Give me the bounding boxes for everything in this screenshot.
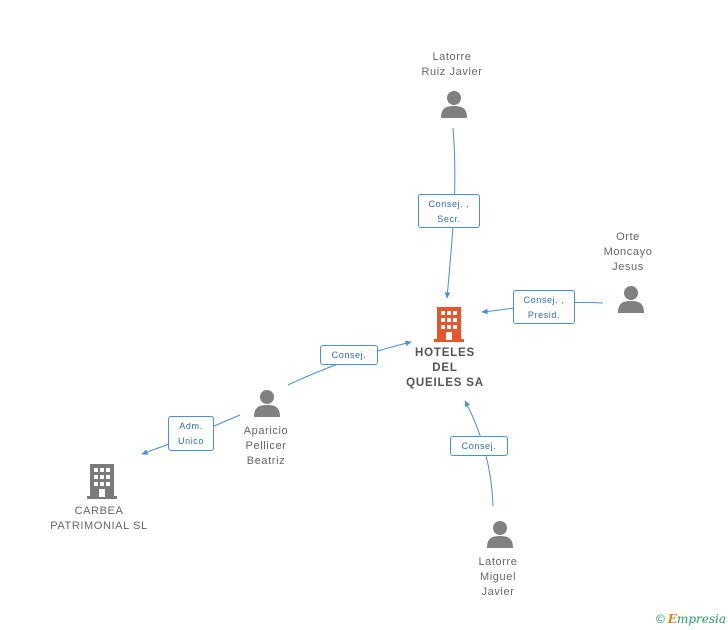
building-icon-main[interactable] bbox=[434, 306, 464, 342]
node-label-carbea[interactable]: CARBEA PATRIMONIAL SL bbox=[50, 505, 148, 532]
person-icon-latorre-ruiz[interactable] bbox=[440, 90, 468, 118]
node-label-orte[interactable]: Orte Moncayo Jesus bbox=[603, 231, 653, 273]
footer-brand: © Empresia bbox=[656, 612, 726, 626]
node-label-aparicio[interactable]: Aparicio Pellicer Beatriz bbox=[243, 425, 289, 467]
brand-logo[interactable]: Empresia bbox=[667, 612, 726, 626]
edge-badge-carbea[interactable]: Adm. Unico bbox=[168, 416, 214, 451]
copyright-icon: © bbox=[655, 612, 665, 626]
edge-badge-latorre-miguel[interactable]: Consej. bbox=[450, 436, 508, 456]
edge-badge-aparicio[interactable]: Consej. bbox=[320, 345, 378, 365]
edge-badge-latorre-ruiz[interactable]: Consej. , Secr. bbox=[418, 194, 480, 228]
person-icon-orte[interactable] bbox=[617, 285, 645, 313]
node-label-latorre-miguel[interactable]: Latorre Miguel Javier bbox=[478, 556, 518, 598]
edge-badge-orte[interactable]: Consej. , Presid. bbox=[513, 290, 575, 324]
person-icon-latorre-miguel[interactable] bbox=[486, 520, 514, 548]
person-icon-aparicio[interactable] bbox=[253, 389, 281, 417]
node-label-latorre-ruiz[interactable]: Latorre Ruiz Javier bbox=[421, 51, 483, 78]
building-icon-carbea[interactable] bbox=[87, 463, 117, 499]
node-label-hoteles[interactable]: HOTELES DEL QUEILES SA bbox=[406, 347, 484, 389]
